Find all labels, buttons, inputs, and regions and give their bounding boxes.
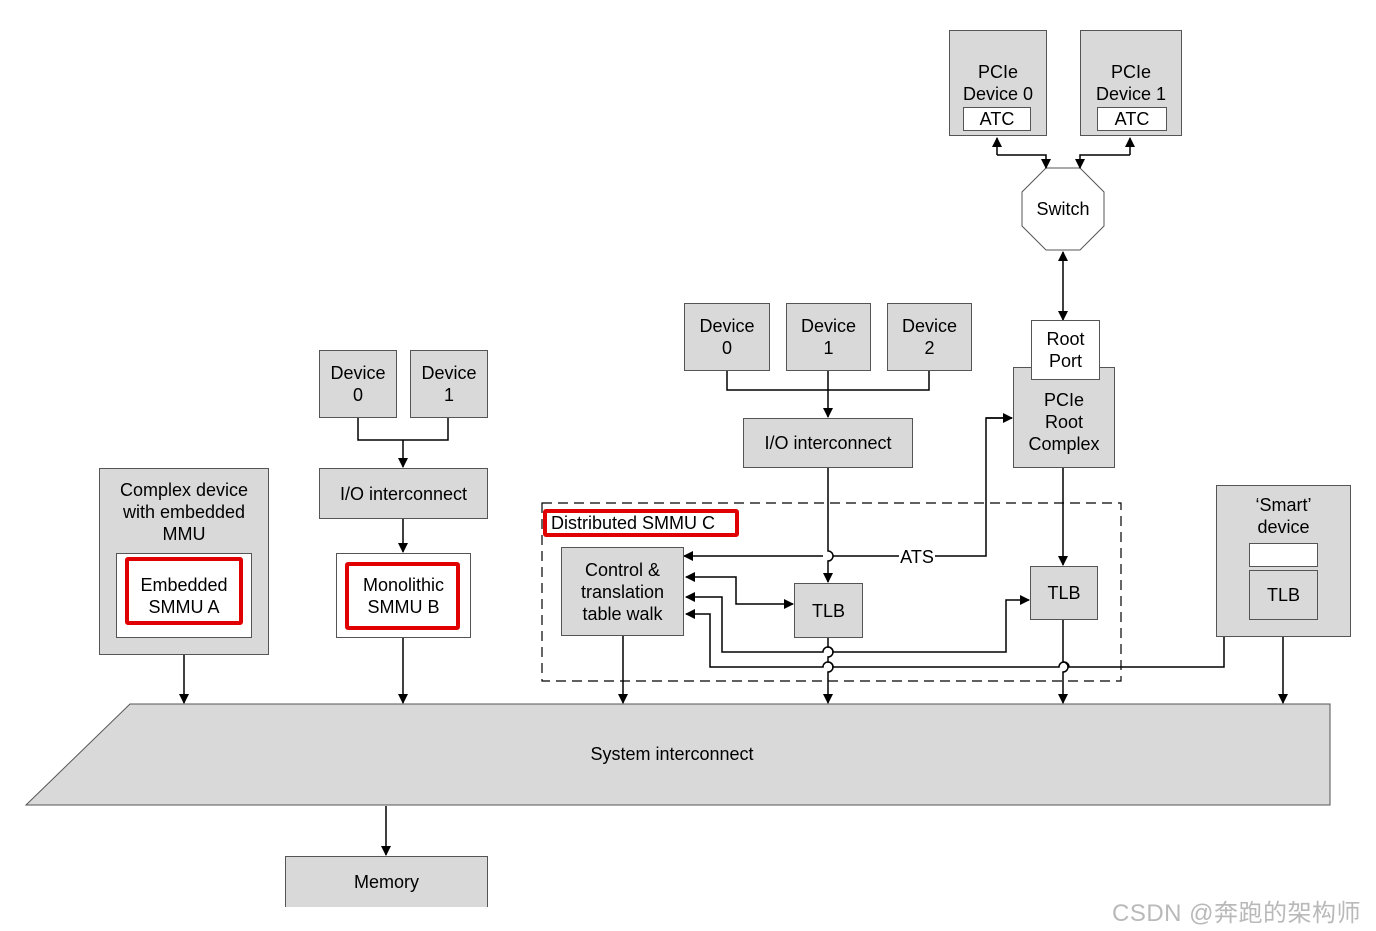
pcie-device-0: PCIe Device 0	[949, 30, 1047, 136]
control-ttw-line2: translation	[580, 581, 665, 602]
smart-device-line2: device	[1257, 517, 1310, 537]
device-label: Device	[421, 363, 477, 383]
root-port: Root Port	[1031, 320, 1100, 380]
root-port-line2: Port	[1048, 351, 1082, 371]
root-complex-line3: Complex	[1028, 433, 1100, 454]
device-b-1: Device 1	[410, 350, 488, 418]
device-number: 1	[443, 385, 454, 405]
smmu-c-label-highlight	[543, 509, 739, 537]
tlb-smart: TLB	[1249, 570, 1318, 620]
pcie-device-0-line2: Device 0	[962, 84, 1034, 104]
smmu-b-line2: SMMU B	[367, 596, 440, 617]
pcie-device-1-line2: Device 1	[1095, 84, 1167, 104]
device-c-2: Device 2	[887, 303, 972, 371]
device-number: 1	[823, 338, 834, 358]
device-c-0: Device 0	[684, 303, 770, 371]
smart-device-line1: ‘Smart’	[1255, 495, 1312, 515]
io-interconnect-c-label: I/O interconnect	[764, 433, 892, 453]
switch-label: Switch	[1036, 199, 1090, 219]
device-number: 0	[352, 385, 363, 405]
control-ttw-line3: table walk	[582, 603, 663, 624]
pcie-root-complex: PCIe Root Complex	[1013, 367, 1115, 468]
watermark: CSDN @奔跑的架构师	[1112, 900, 1362, 927]
tlb-label: TLB	[1047, 583, 1081, 603]
smart-device-atc-slot	[1249, 543, 1318, 567]
complex-device-line2: with embedded	[122, 502, 246, 522]
pcie-device-1-line1: PCIe	[1110, 62, 1152, 82]
control-ttw-line1: Control &	[584, 559, 661, 580]
atc-label: ATC	[1114, 109, 1150, 129]
smmu-c-label: Distributed SMMU C	[551, 513, 716, 533]
control-ttw: Control & translation table walk	[561, 547, 684, 636]
tlb-io: TLB	[794, 583, 863, 638]
system-interconnect-label: System interconnect	[590, 744, 754, 764]
root-port-line1: Root	[1046, 329, 1085, 349]
atc-label: ATC	[979, 109, 1015, 129]
pcie-device-1-atc: ATC	[1097, 107, 1167, 131]
smmu-b-highlight	[345, 562, 460, 630]
system-interconnect-shape	[24, 703, 1331, 806]
smmu-a-line1: Embedded	[140, 574, 228, 595]
smmu-a-highlight	[125, 557, 243, 625]
device-number: 2	[924, 338, 935, 358]
tlb-pcie: TLB	[1030, 566, 1098, 620]
smmu-b-line1: Monolithic	[362, 574, 445, 595]
root-complex-line2: Root	[1044, 411, 1084, 432]
device-c-1: Device 1	[786, 303, 871, 371]
pcie-device-0-atc: ATC	[963, 107, 1031, 131]
device-label: Device	[330, 363, 386, 383]
complex-device-line3: MMU	[162, 524, 206, 544]
device-number: 0	[721, 338, 732, 358]
switch-shape	[1021, 167, 1105, 251]
pcie-device-0-line1: PCIe	[977, 62, 1019, 82]
io-interconnect-b: I/O interconnect	[319, 468, 488, 519]
root-complex-line1: PCIe	[1043, 389, 1085, 410]
io-interconnect-b-label: I/O interconnect	[339, 483, 468, 504]
smmu-a-line2: SMMU A	[148, 596, 220, 617]
tlb-label: TLB	[811, 600, 845, 621]
device-label: Device	[699, 316, 755, 336]
device-label: Device	[901, 316, 958, 336]
ats-label: ATS	[899, 546, 935, 568]
memory-label: Memory	[353, 872, 419, 892]
io-interconnect-c: I/O interconnect	[743, 418, 913, 468]
smmu-c-region	[541, 502, 1122, 682]
memory: Memory	[285, 856, 488, 907]
monolithic-smmu-b: Monolithic SMMU B	[336, 553, 471, 638]
tlb-label: TLB	[1266, 585, 1300, 605]
complex-device-line1: Complex device	[119, 480, 249, 500]
device-label: Device	[800, 316, 857, 336]
device-b-0: Device 0	[319, 350, 397, 418]
